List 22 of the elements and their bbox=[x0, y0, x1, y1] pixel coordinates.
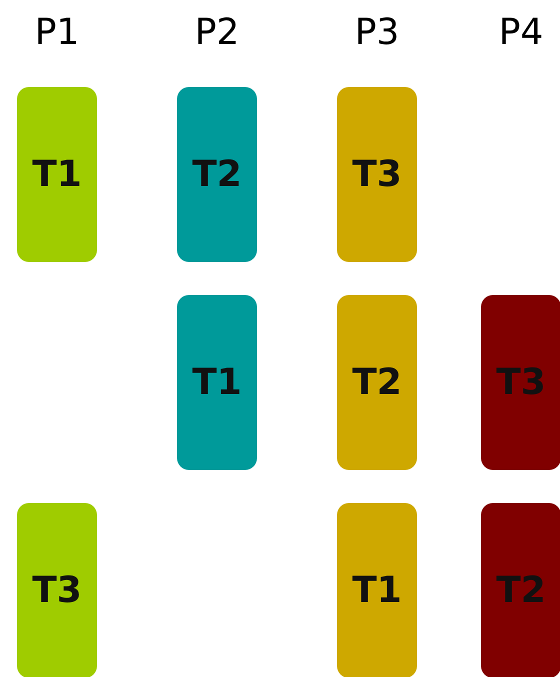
task-label: T1 bbox=[352, 570, 402, 611]
column-header: P4 bbox=[498, 12, 544, 53]
task-label: T2 bbox=[352, 362, 402, 403]
task-label: T3 bbox=[496, 362, 546, 403]
column-header: P1 bbox=[34, 12, 80, 53]
task-block bbox=[17, 503, 97, 677]
task-label: T2 bbox=[192, 154, 242, 195]
task-block bbox=[481, 295, 560, 470]
column-header: P2 bbox=[194, 12, 240, 53]
task-block bbox=[337, 503, 417, 677]
task-block bbox=[177, 87, 257, 262]
task-block bbox=[337, 87, 417, 262]
task-label: T1 bbox=[32, 154, 82, 195]
task-block bbox=[481, 503, 560, 677]
task-label: T3 bbox=[352, 154, 402, 195]
task-block bbox=[17, 87, 97, 262]
task-label: T3 bbox=[32, 570, 82, 611]
task-block bbox=[337, 295, 417, 470]
task-block bbox=[177, 295, 257, 470]
column-header: P3 bbox=[354, 12, 400, 53]
task-label: T2 bbox=[496, 570, 546, 611]
task-label: T1 bbox=[192, 362, 242, 403]
